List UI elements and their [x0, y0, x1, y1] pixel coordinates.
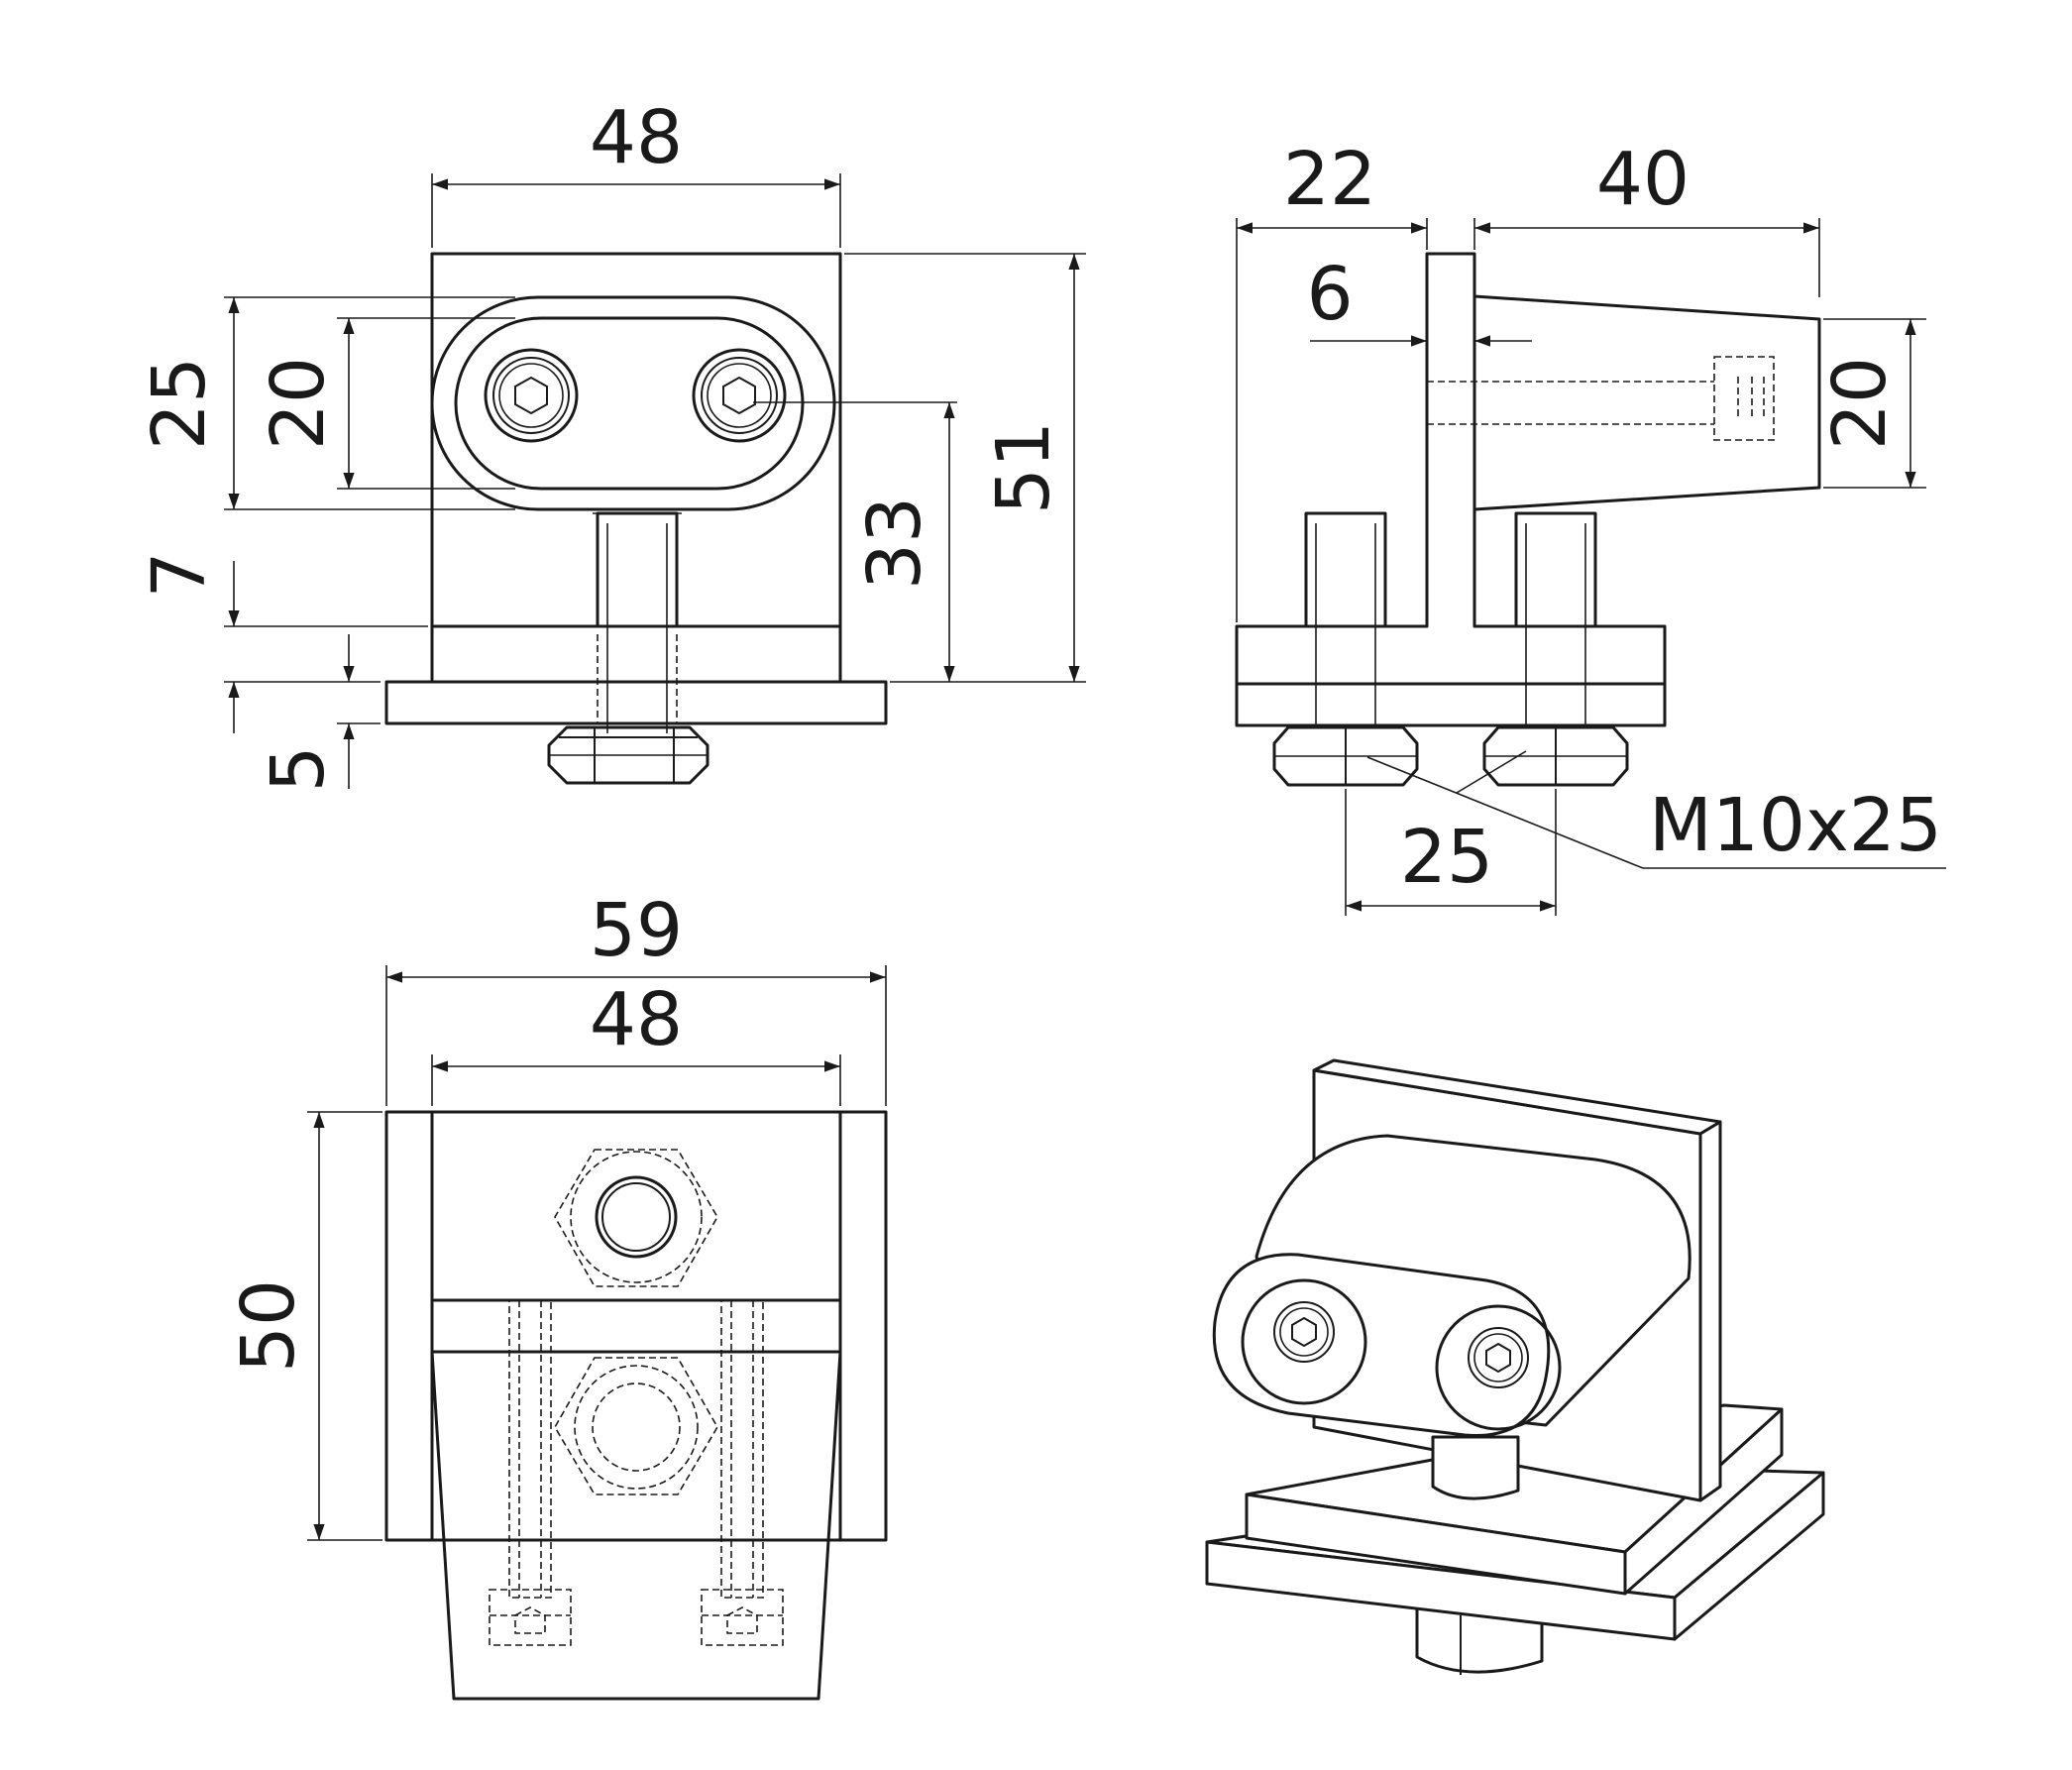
bolt-spec-label: M10x25	[1649, 783, 1942, 868]
iso-slot-boss	[1212, 1134, 1691, 1438]
dim-slot-inner: 20	[256, 357, 341, 450]
dim-hole-height: 33	[852, 497, 937, 590]
iso-nut	[1415, 1604, 1544, 1674]
side-stud-right	[1514, 511, 1597, 725]
side-body	[1235, 252, 1667, 686]
front-view: 48 25 20 7 5 33 51	[137, 95, 1086, 793]
front-screw-right	[692, 348, 787, 443]
front-nut	[547, 725, 709, 785]
top-view: 59 48 50	[226, 888, 888, 1701]
iso-stud	[1431, 1435, 1520, 1500]
front-slot-outer	[430, 295, 836, 511]
side-nut-left	[1272, 725, 1419, 787]
dim-arm-height: 20	[1817, 357, 1903, 450]
top-hidden-screw-right	[701, 1299, 784, 1646]
dim-plate-width: 59	[590, 888, 683, 973]
iso-screw-right	[1468, 1327, 1529, 1388]
front-screw-left	[484, 348, 579, 443]
side-view: 22 40 6 20 25 M10x25	[1235, 137, 1946, 916]
iso-screw-left	[1273, 1301, 1335, 1363]
dim-body-width: 48	[590, 977, 683, 1062]
dim-bolt-spacing: 25	[1400, 815, 1493, 900]
dim-flange-offset: 7	[137, 551, 222, 598]
dim-overall-height: 51	[981, 421, 1066, 514]
side-nut-right	[1482, 725, 1629, 787]
top-hidden-nut	[554, 1357, 718, 1495]
side-hidden-screw	[1427, 356, 1775, 441]
side-stud-left	[1304, 511, 1387, 725]
dim-base-depth: 22	[1283, 137, 1376, 222]
dim-depth: 50	[226, 1279, 311, 1373]
side-bolt-leader	[1366, 750, 1946, 869]
top-hidden-screw-left	[489, 1299, 572, 1646]
front-slot-inner	[454, 316, 805, 491]
dim-plate-thickness: 5	[256, 745, 341, 792]
dim-front-width: 48	[590, 95, 683, 180]
side-base-plate	[1235, 682, 1667, 727]
front-base-plate	[384, 680, 888, 725]
front-stud	[593, 511, 682, 733]
dim-arm-length: 40	[1596, 137, 1690, 222]
side-arm	[1472, 294, 1821, 511]
dim-slot-outer: 25	[137, 357, 222, 450]
dim-web-thickness: 6	[1306, 252, 1353, 337]
top-bolt-hole	[554, 1149, 718, 1287]
top-arm	[430, 1350, 842, 1701]
isometric-view	[1205, 1058, 1825, 1675]
